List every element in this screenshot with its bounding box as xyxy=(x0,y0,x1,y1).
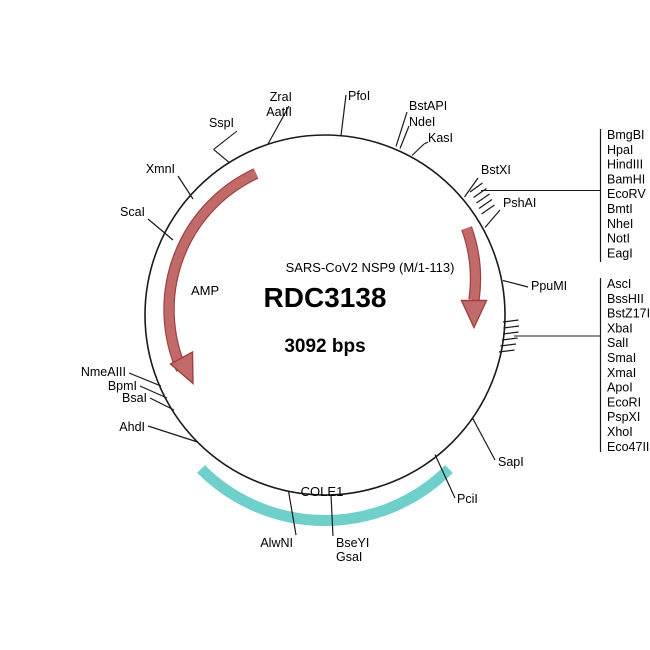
site-label-xmni: XmnI xyxy=(146,162,175,176)
site-bstapi[interactable]: BstAPI xyxy=(395,99,447,147)
plasmid-size-label: 3092 bps xyxy=(284,336,365,357)
site-label-sspi: SspI xyxy=(209,116,234,130)
cluster-enzyme-eagi: EagI xyxy=(607,246,633,260)
site-alwni[interactable]: AlwNI xyxy=(260,490,297,550)
cluster-enzyme-bmgbi: BmgBI xyxy=(607,128,645,142)
cole1-arc xyxy=(197,465,453,527)
cluster-enzyme-hpai: HpaI xyxy=(607,143,633,157)
site-nmeaiii[interactable]: NmeAIII xyxy=(81,365,162,387)
site-sapi[interactable]: SapI xyxy=(471,417,524,469)
site-xmni[interactable]: XmnI xyxy=(146,162,194,200)
site-sspi[interactable]: SspI xyxy=(209,116,238,163)
site-label-ppumi: PpuMI xyxy=(531,279,567,293)
cluster-enzyme-ecorv: EcoRV xyxy=(607,187,646,201)
feature-label-amp: AMP xyxy=(191,283,219,298)
cluster-enzyme-eco47iii: Eco47III xyxy=(607,440,650,454)
site-label-bsai: BsaI xyxy=(122,391,147,405)
cluster-enzyme-bsshii: BssHII xyxy=(607,292,644,306)
site-scai[interactable]: ScaI xyxy=(120,205,174,241)
cluster-enzyme-xmai: XmaI xyxy=(607,366,636,380)
amp-arc-right-fill xyxy=(462,226,480,301)
site-pcii[interactable]: PciI xyxy=(434,454,478,507)
site-ahdi[interactable]: AhdI xyxy=(119,420,198,443)
site-ppumi[interactable]: PpuMI xyxy=(502,279,567,293)
cluster-lower-right[interactable]: AscI BssHII BstZ17I XbaI SalI SmaI XmaI … xyxy=(498,277,650,454)
site-label-bstapi: BstAPI xyxy=(409,99,447,113)
feature-label-cole1: COLE1 xyxy=(301,484,344,499)
site-zrai-aatii[interactable]: ZraI AatII xyxy=(266,90,292,145)
feature-amp-arc-left xyxy=(163,168,259,386)
site-label-ahdi: AhdI xyxy=(119,420,145,434)
cluster-enzyme-xhoi: XhoI xyxy=(607,425,633,439)
site-label-gsai: GsaI xyxy=(336,550,362,564)
site-ndei[interactable]: NdeI xyxy=(399,115,435,149)
amp-arc-left-fill xyxy=(164,169,258,372)
site-label-zrai: ZraI xyxy=(270,90,292,104)
cluster-enzyme-asci: AscI xyxy=(607,277,631,291)
site-kasi[interactable]: KasI xyxy=(411,131,453,156)
amp-arrowhead-right xyxy=(460,299,488,330)
site-label-alwni: AlwNI xyxy=(260,536,293,550)
site-label-scai: ScaI xyxy=(120,205,145,219)
site-label-bstxi: BstXI xyxy=(481,163,511,177)
cluster-enzyme-bstz17i: BstZ17I xyxy=(607,307,650,321)
site-label-bpmi: BpmI xyxy=(108,379,137,393)
cluster-enzyme-pspxi: PspXI xyxy=(607,410,640,424)
feature-amp-arc-right xyxy=(460,226,488,330)
cluster-enzyme-xbai: XbaI xyxy=(607,321,633,335)
site-label-sapi: SapI xyxy=(498,455,524,469)
site-label-pfoi: PfoI xyxy=(348,89,370,103)
site-label-kasi: KasI xyxy=(428,131,453,145)
center-insert-label: SARS-CoV2 NSP9 (M/1-113) xyxy=(286,260,455,275)
site-label-nmeaiii: NmeAIII xyxy=(81,365,126,379)
cluster-enzyme-sali: SalI xyxy=(607,336,629,350)
site-bsai[interactable]: BsaI xyxy=(122,391,175,411)
site-label-bseyi: BseYI xyxy=(336,536,369,550)
site-pfoi[interactable]: PfoI xyxy=(340,89,370,136)
cluster-enzyme-noti: NotI xyxy=(607,232,630,246)
feature-cole1-band xyxy=(197,465,453,527)
site-bseyi-gsai[interactable]: BseYI GsaI xyxy=(330,494,369,564)
cluster-enzyme-smai: SmaI xyxy=(607,351,636,365)
cluster-upper-right[interactable]: BmgBI HpaI HindIII BamHI EcoRV BmtI NheI… xyxy=(469,128,646,262)
cluster-enzyme-hindiii: HindIII xyxy=(607,158,643,172)
site-label-pshai: PshAI xyxy=(503,196,536,210)
cluster-enzyme-bmti: BmtI xyxy=(607,202,633,216)
cluster-enzyme-nhei: NheI xyxy=(607,217,633,231)
cluster-enzyme-bamhi: BamHI xyxy=(607,172,645,186)
site-bpmi[interactable]: BpmI xyxy=(108,379,168,399)
site-label-ndei: NdeI xyxy=(409,115,435,129)
cluster-enzyme-ecori: EcoRI xyxy=(607,395,641,409)
plasmid-name: RDC3138 xyxy=(264,282,387,313)
cluster-enzyme-apoi: ApoI xyxy=(607,381,633,395)
site-pshai[interactable]: PshAI xyxy=(484,196,536,228)
site-bstxi[interactable]: BstXI xyxy=(464,163,511,198)
site-label-aatii: AatII xyxy=(266,105,292,119)
plasmid-backbone-circle xyxy=(144,134,506,496)
site-label-pcii: PciI xyxy=(457,492,478,506)
amp-arrowhead-left xyxy=(169,350,194,386)
